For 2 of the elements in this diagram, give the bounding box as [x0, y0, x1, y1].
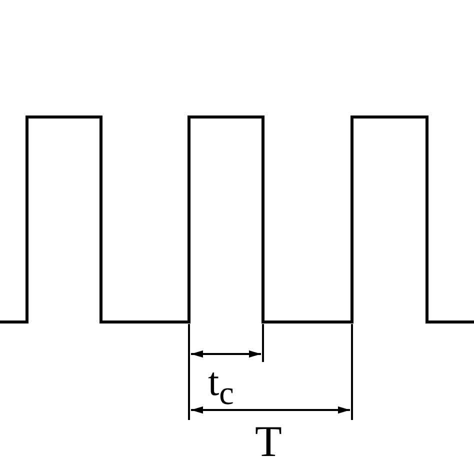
- dimension-label: t$_{c}$: [208, 362, 234, 410]
- dimension-label: T: [255, 420, 282, 464]
